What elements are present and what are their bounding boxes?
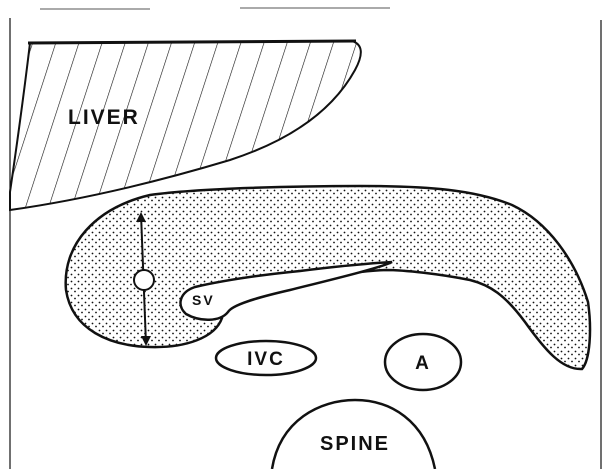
liver-top-edge bbox=[28, 41, 356, 43]
liver-label: LIVER bbox=[68, 106, 140, 129]
liver-shape bbox=[10, 41, 361, 210]
caliper-marker bbox=[134, 270, 154, 290]
aorta-label: A bbox=[415, 353, 431, 374]
ivc-label: IVC bbox=[247, 349, 285, 370]
sv-label: SV bbox=[192, 292, 215, 308]
spine-label: SPINE bbox=[320, 433, 390, 455]
